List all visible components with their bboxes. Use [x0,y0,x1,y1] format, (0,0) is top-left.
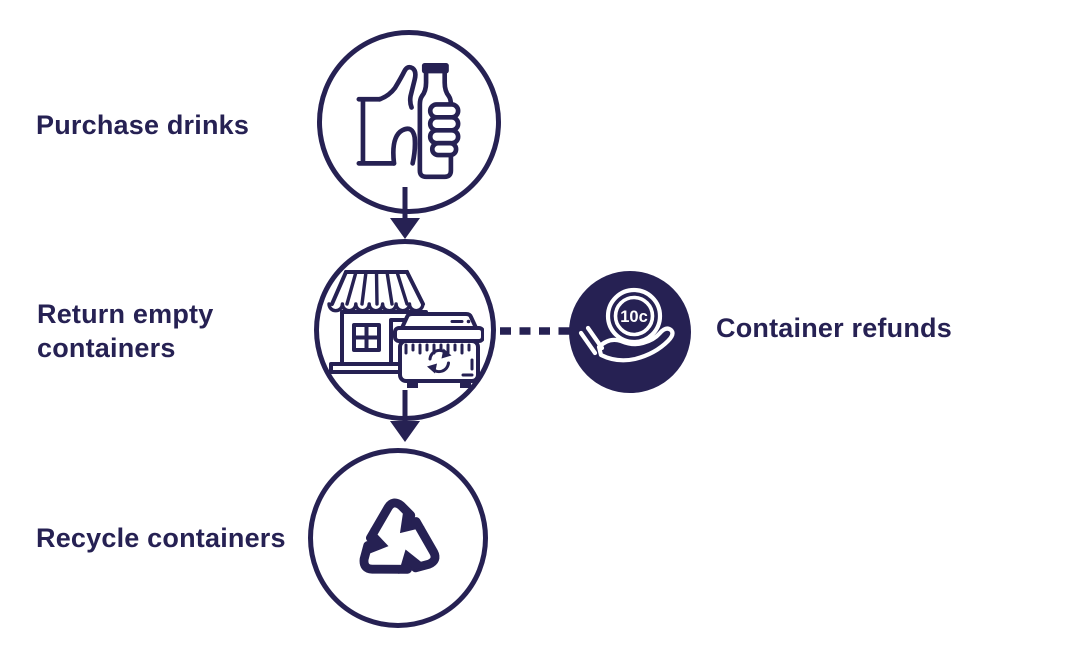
down-arrow-icon [390,390,420,442]
hand-holding-bottle-icon [354,62,464,182]
container-refunds-circle: 10c [569,271,691,393]
store-and-return-bin-icon [326,268,484,392]
down-arrow-icon [390,187,420,239]
recycle-arrows-icon [334,474,462,602]
recycle-containers-label: Recycle containers [36,523,286,553]
coin-value-text: 10c [620,308,648,326]
container-refunds-label: Container refunds [716,313,952,343]
recycle-containers-circle [308,448,488,628]
dashed-connector-line [500,327,572,335]
coin-in-hand-icon: 10c [569,271,691,393]
purchase-drinks-label: Purchase drinks [36,110,250,140]
return-empty-containers-label: Return empty containers [37,299,214,363]
purchase-drinks-circle [317,30,501,214]
